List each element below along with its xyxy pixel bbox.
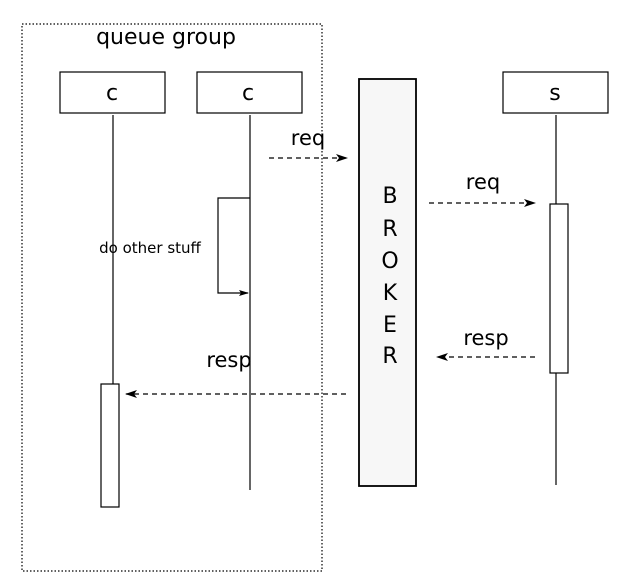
server-box <box>502 71 609 114</box>
client1-activation-box <box>100 383 120 508</box>
client2-label: c <box>242 81 254 106</box>
broker-label: B R O K E R <box>381 184 398 369</box>
server-activation-box <box>549 203 569 374</box>
broker-letter: R <box>382 344 397 369</box>
broker-letter: O <box>381 249 398 274</box>
req-to-server-label: req <box>466 170 500 194</box>
broker-box <box>358 78 417 487</box>
queue-group-label: queue group <box>96 25 236 50</box>
broker-letter: B <box>382 184 397 209</box>
client1-box <box>59 71 166 114</box>
self-loop-label: do other stuff <box>99 239 201 257</box>
server-label: s <box>549 81 560 106</box>
client2-box <box>196 71 303 114</box>
resp-to-client-label: resp <box>206 348 251 372</box>
broker-letter: E <box>383 313 397 338</box>
broker-letter: R <box>382 217 397 242</box>
self-loop-arrow <box>217 197 250 296</box>
resp-from-server-label: resp <box>463 326 508 350</box>
req-to-broker-label: req <box>291 126 325 150</box>
broker-letter: K <box>383 281 398 306</box>
client1-label: c <box>106 81 118 106</box>
